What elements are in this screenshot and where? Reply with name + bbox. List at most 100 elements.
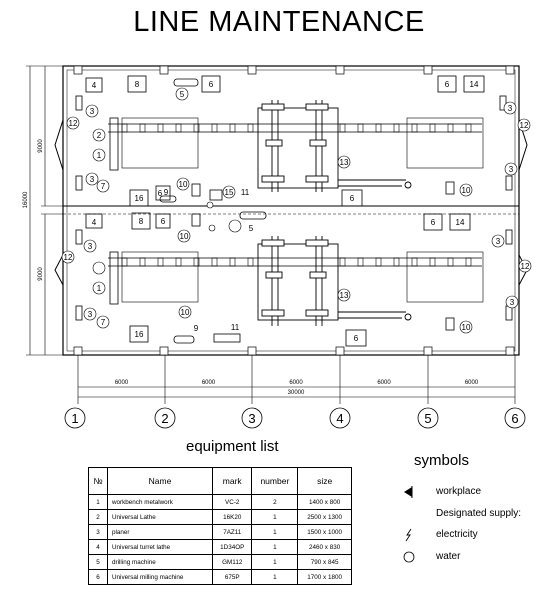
upper-equipment-label: 6 [158, 189, 163, 198]
length-dimensions [77, 355, 516, 404]
equipment-list-heading: equipment list [186, 438, 279, 455]
upper-crane-bridge [257, 100, 412, 192]
upper-equipment-label: 14 [470, 80, 479, 89]
electricity-label: electricity [436, 529, 478, 540]
axis-label: 2 [161, 411, 168, 426]
column-spacing-label: 6000 [202, 380, 216, 386]
page-title: LINE MAINTENANCE [133, 6, 425, 38]
lower-equipment-label: 11 [231, 323, 240, 332]
upper-equipment-label: 8 [135, 80, 140, 89]
lower-equipment-label: 9 [194, 324, 199, 333]
row-count: 2 [251, 494, 299, 510]
gates [54, 119, 528, 286]
column-spacing-label: 6000 [377, 380, 391, 386]
upper-equipment-label: 6 [350, 194, 355, 203]
upper-equipment-label: 6 [209, 80, 214, 89]
row-size: 2460 x 830 [297, 539, 352, 555]
lower-equipment-label: 10 [181, 308, 190, 317]
height-dim-lower: 9000 [38, 267, 44, 281]
upper-equipment-boxes [75, 75, 513, 207]
column-spacing-label: 6000 [465, 380, 479, 386]
row-count: 1 [251, 509, 299, 525]
row-name: drilling machine [107, 554, 213, 570]
upper-equipment-label: 12 [69, 119, 78, 128]
lower-equipment-label: 7 [101, 318, 106, 327]
row-number: 4 [88, 539, 108, 555]
row-mark: VC-2 [211, 494, 253, 510]
row-size: 790 x 845 [297, 554, 352, 570]
upper-equipment-label: 16 [135, 194, 144, 203]
row-number: 3 [88, 524, 108, 540]
row-size: 2500 x 1300 [297, 509, 352, 525]
row-mark: 16K20 [211, 509, 253, 525]
upper-equipment-label: 5 [249, 224, 254, 233]
table-header-row: № Name mark number size [88, 467, 352, 495]
upper-equipment-label: 5 [180, 90, 185, 99]
axis-bubble: 1 [64, 407, 86, 429]
upper-equipment-label: 3 [509, 165, 514, 174]
height-dim-upper: 9000 [38, 139, 44, 153]
row-mark: GM112 [211, 554, 253, 570]
equipment-table: № Name mark number size 1 workbench metal… [88, 467, 352, 585]
upper-equipment-label: 10 [179, 180, 188, 189]
axis-bubble: 6 [504, 407, 526, 429]
lower-equipment-label: 6 [431, 218, 436, 227]
lower-equipment-label: 3 [88, 242, 93, 251]
lower-equipment-label: 1 [97, 284, 102, 293]
water-label: water [436, 551, 461, 562]
row-size: 1500 x 1000 [297, 524, 352, 540]
axis-bubble: 3 [241, 407, 263, 429]
row-name: workbench metalwork [107, 494, 213, 510]
upper-equipment-label: 1 [97, 151, 102, 160]
lower-equipment-label: 13 [340, 291, 349, 300]
lower-equipment-label: 3 [510, 298, 515, 307]
row-number: 6 [88, 569, 108, 585]
lower-equipment-label: 8 [139, 217, 144, 226]
lower-crane-bridge [257, 236, 412, 326]
col-size: size [297, 467, 352, 495]
upper-equipment-label: 13 [340, 158, 349, 167]
height-dimensions [26, 65, 63, 356]
upper-equipment-label: 3 [90, 175, 95, 184]
workplace-label: workplace [436, 486, 482, 497]
row-count: 1 [251, 539, 299, 555]
upper-equipment-label: 12 [520, 121, 529, 130]
lower-equipment-label: 16 [135, 330, 144, 339]
row-name: Universal Lathe [107, 509, 213, 525]
upper-equipment-label: 3 [90, 107, 95, 116]
lower-equipment-label: 3 [88, 310, 93, 319]
upper-equipment-label: 3 [508, 104, 513, 113]
supply-label: Designated supply: [436, 508, 522, 519]
row-count: 1 [251, 554, 299, 570]
row-number: 5 [88, 554, 108, 570]
upper-equipment-label: 7 [101, 182, 106, 191]
callout-circles [61, 87, 532, 334]
wall-piers [73, 65, 515, 356]
row-size: 1400 x 800 [297, 494, 352, 510]
row-number: 2 [88, 509, 108, 525]
building-outline [62, 65, 520, 356]
electricity-icon [405, 528, 412, 542]
axis-bubble: 4 [329, 407, 351, 429]
axis-bubble: 5 [417, 407, 439, 429]
row-name: Universal milling machine [107, 569, 213, 585]
row-name: Universal turret lathe [107, 539, 213, 555]
col-count: number [251, 467, 299, 495]
lower-equipment-label: 12 [521, 262, 530, 271]
axis-label: 5 [424, 411, 431, 426]
axis-label: 6 [511, 411, 518, 426]
upper-equipment-label: 4 [92, 81, 97, 90]
upper-equipment-label: 6 [445, 80, 450, 89]
total-length: 30000 [288, 390, 305, 396]
row-name: planer [107, 524, 213, 540]
row-count: 1 [251, 569, 299, 585]
upper-crane-runway [108, 117, 484, 171]
upper-equipment-label: 10 [462, 186, 471, 195]
upper-equipment-label: 2 [97, 131, 102, 140]
column-spacing-label: 6000 [115, 380, 129, 386]
